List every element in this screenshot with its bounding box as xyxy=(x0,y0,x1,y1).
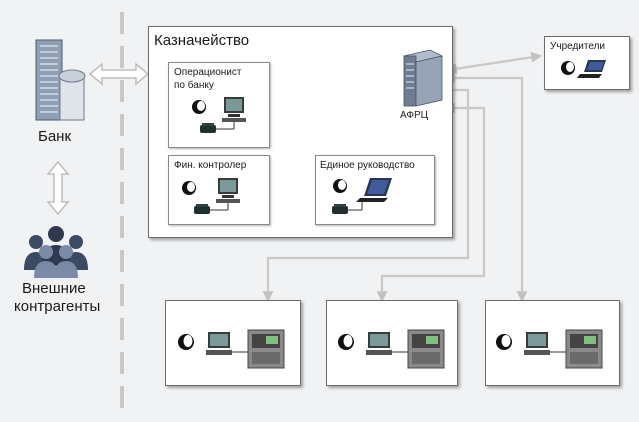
bank-external-arrow xyxy=(46,160,70,216)
user-icon xyxy=(192,100,206,114)
operationist-label-line2: по банку xyxy=(174,80,214,91)
operationist-workstation xyxy=(192,97,246,133)
terminal-workstation-3 xyxy=(496,329,603,369)
phone-icon xyxy=(332,204,348,214)
operationist-box xyxy=(168,62,270,148)
operationist-label-line1: Операционист xyxy=(174,67,242,78)
user-icon xyxy=(178,334,194,350)
external-label-line2: контрагенты xyxy=(14,298,101,315)
afrc-label: АФРЦ xyxy=(400,110,429,121)
laptop-icon xyxy=(577,60,606,78)
people-group-icon xyxy=(24,226,88,278)
unified-management-workstation xyxy=(332,178,392,214)
server-icon xyxy=(402,49,444,107)
external-label-line1: Внешние xyxy=(22,280,86,297)
unified-management-label: Единое руководство xyxy=(320,160,415,171)
arrow-afrc-terminal-3 xyxy=(443,72,528,303)
user-icon xyxy=(333,179,347,193)
arrow-afrc-founders xyxy=(445,51,543,75)
fin-controller-workstation xyxy=(182,178,240,214)
terminal-workstation-1 xyxy=(178,329,285,369)
terminal-unit-icon xyxy=(247,329,285,369)
bank-label: Банк xyxy=(38,128,72,145)
user-icon xyxy=(338,334,354,350)
laptop-icon xyxy=(356,178,392,202)
user-icon xyxy=(182,181,196,195)
user-icon xyxy=(561,61,575,75)
monitor-icon xyxy=(366,332,392,355)
phone-icon xyxy=(200,123,216,133)
terminal-unit-icon xyxy=(407,329,445,369)
founders-label: Учредители xyxy=(550,41,606,52)
fin-controller-label: Фин. контролер xyxy=(174,160,247,171)
user-icon xyxy=(496,334,512,350)
phone-icon xyxy=(194,204,210,214)
monitor-icon xyxy=(206,332,232,355)
monitor-icon xyxy=(216,178,240,203)
monitor-icon xyxy=(222,97,246,122)
bank-treasury-arrow xyxy=(88,62,150,86)
founders-workstation xyxy=(561,60,606,78)
treasury-label: Казначейство xyxy=(154,32,250,49)
bank-building-icon xyxy=(35,39,86,121)
terminal-unit-icon xyxy=(565,329,603,369)
terminal-workstation-2 xyxy=(338,329,445,369)
monitor-icon xyxy=(524,332,550,355)
